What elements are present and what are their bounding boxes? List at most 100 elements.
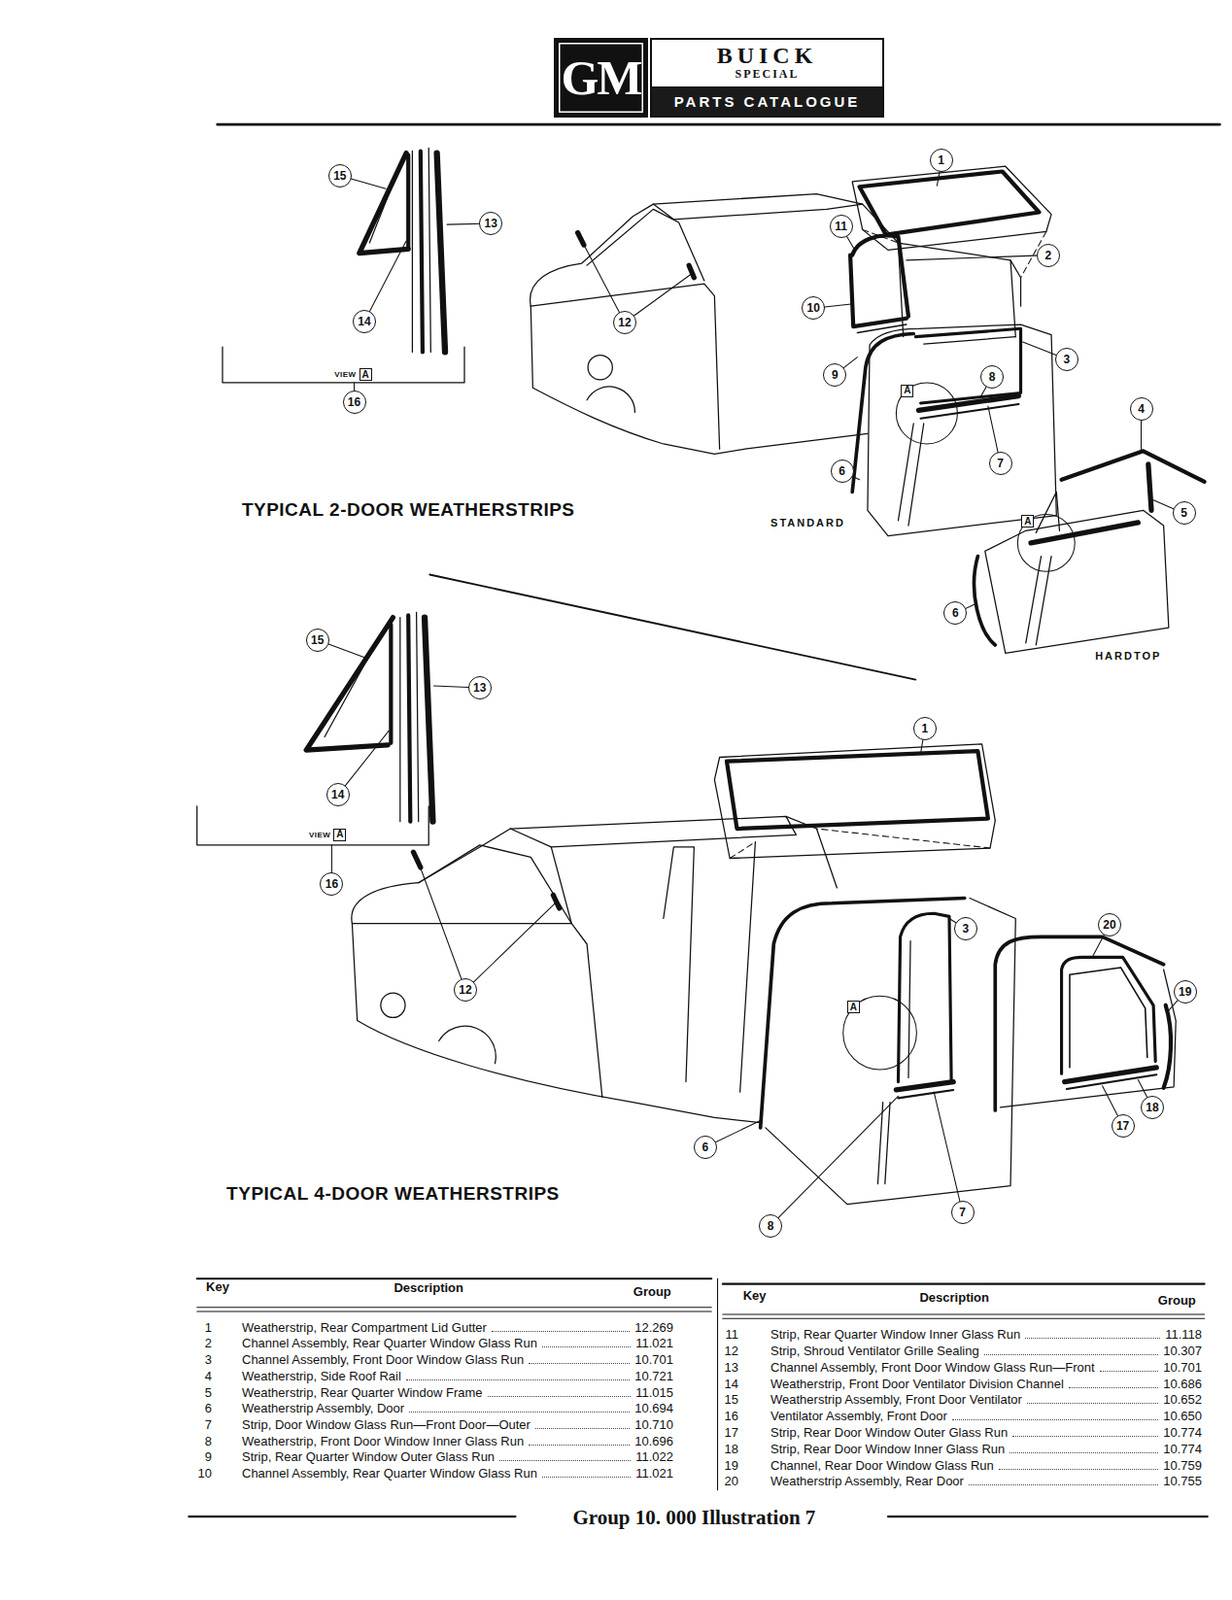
parts-table-row: 14Weatherstrip, Front Door Ventilator Di…: [722, 1376, 1202, 1393]
parts-table-row: 2Channel Assembly, Rear Quarter Window G…: [197, 1335, 674, 1352]
callout-circle: 16: [319, 872, 343, 896]
part-description: Strip, Rear Quarter Window Inner Glass R…: [770, 1327, 1021, 1343]
key-number: 4: [197, 1368, 212, 1385]
dot-leader: [984, 1354, 1160, 1356]
parts-table-row: 18Strip, Rear Door Window Inner Glass Ru…: [722, 1441, 1202, 1458]
group-number: 11.022: [635, 1449, 674, 1466]
quarter-window-channel: [856, 324, 906, 333]
hardtop-door: [985, 510, 1169, 653]
group-number: 11.118: [1164, 1327, 1202, 1343]
standard-door: [921, 404, 1020, 419]
four-door-body: [380, 992, 406, 1018]
view-letter-box: A: [359, 368, 373, 381]
two-door-body: [530, 306, 868, 454]
standard-door: [915, 328, 1021, 404]
page-rule: [188, 124, 1220, 1517]
key-number: 3: [197, 1352, 212, 1369]
dot-leader: [542, 1476, 631, 1478]
callout-number: 16: [347, 396, 361, 409]
callout-circle: 9: [822, 363, 847, 387]
callout-number: 6: [838, 465, 846, 478]
column-heading: Description: [391, 1281, 466, 1297]
callout-circle: 7: [951, 1200, 975, 1225]
callout-circle: 1: [913, 717, 937, 741]
key-number: 5: [197, 1385, 212, 1402]
parts-table-row: 1Weatherstrip, Rear Compartment Lid Gutt…: [197, 1320, 674, 1336]
callout-number: 13: [473, 682, 486, 694]
callout-number: 8: [989, 371, 996, 383]
part-description: Weatherstrip Assembly, Rear Door: [770, 1473, 964, 1490]
dot-leader: [535, 1428, 630, 1430]
four-door-body: [351, 924, 602, 1098]
callout-number: 7: [958, 1206, 966, 1219]
view-a-inset: [222, 346, 465, 383]
view-a-inset: [306, 617, 393, 752]
dot-leader: [528, 1444, 630, 1446]
view-letter: A: [1024, 516, 1031, 527]
two-door-body: [530, 194, 1022, 308]
table-rule: [717, 1278, 719, 1490]
hardtop-door: [1030, 522, 1138, 544]
parts-table-row: 19Channel, Rear Door Window Glass Run10.…: [722, 1458, 1202, 1474]
rear-door: [1064, 1067, 1158, 1083]
figure-caption: Group 10. 000 Illustration 7: [564, 1505, 823, 1531]
group-number: 11.021: [635, 1466, 674, 1482]
column-heading: Key: [741, 1289, 769, 1304]
line-drawing: [188, 124, 1220, 1517]
callout-circle: 17: [1111, 1114, 1135, 1138]
standard-door: [852, 324, 1057, 536]
page-rule: [188, 1515, 515, 1518]
group-number: 10.652: [1163, 1392, 1202, 1408]
figure-heading: TYPICAL 2-DOOR WEATHERSTRIPS: [239, 499, 578, 521]
standard-door: [852, 334, 914, 493]
key-number: 16: [722, 1408, 739, 1425]
group-number: 10.686: [1163, 1376, 1202, 1393]
group-number: 11.021: [635, 1335, 674, 1352]
group-number: 10.721: [634, 1368, 674, 1385]
four-door-body: [729, 828, 991, 858]
front-door: [843, 995, 918, 1070]
view-a-inset: [408, 615, 411, 822]
group-number: 10.694: [634, 1401, 674, 1417]
callout-number: 12: [617, 316, 631, 329]
dot-leader: [968, 1484, 1159, 1486]
leader-line: [906, 255, 1049, 261]
variant-label: STANDARD: [768, 516, 848, 530]
hardtop-door: [1026, 556, 1052, 646]
four-door-trunk-lid: [714, 744, 995, 859]
callout-circle: 12: [453, 978, 478, 1002]
leader-line: [418, 862, 557, 991]
key-number: 18: [722, 1441, 739, 1458]
key-number: 15: [722, 1392, 739, 1408]
callout-number: 19: [1178, 986, 1192, 998]
dot-leader: [528, 1363, 630, 1365]
view-a-inset: [359, 153, 409, 254]
rear-door: [994, 936, 1164, 1111]
dot-leader: [952, 1419, 1159, 1421]
column-heading: Key: [204, 1280, 232, 1296]
part-description: Weatherstrip, Rear Compartment Lid Gutte…: [241, 1320, 487, 1336]
callout-circle: 2: [1036, 243, 1061, 268]
header-text: PARTS CATALOGUE: [674, 94, 861, 109]
callout-circle: 13: [468, 676, 492, 700]
two-door-body: [530, 283, 719, 449]
callout-number: 12: [458, 984, 472, 996]
dot-leader: [487, 1396, 632, 1398]
table-rule: [197, 1278, 1205, 1490]
callout-circle: 12: [613, 310, 637, 335]
callout-number: 15: [333, 170, 346, 182]
group-number: 10.774: [1163, 1425, 1202, 1441]
hardtop-door: [1035, 491, 1060, 533]
key-number: 9: [197, 1449, 212, 1466]
part-description: Weatherstrip, Rear Quarter Window Frame: [241, 1385, 483, 1402]
view-letter: A: [361, 370, 369, 380]
callout-circle: 14: [352, 309, 377, 334]
group-number: 10.650: [1163, 1408, 1202, 1425]
view-letter-box: A: [847, 1000, 860, 1014]
table-rule: [197, 1277, 712, 1280]
rear-door: [1163, 1005, 1171, 1089]
standard-door: [918, 396, 1019, 411]
callout-circle: 5: [1172, 501, 1197, 525]
quarter-window-channel: [850, 255, 907, 328]
view-label: VIEW: [334, 370, 356, 379]
